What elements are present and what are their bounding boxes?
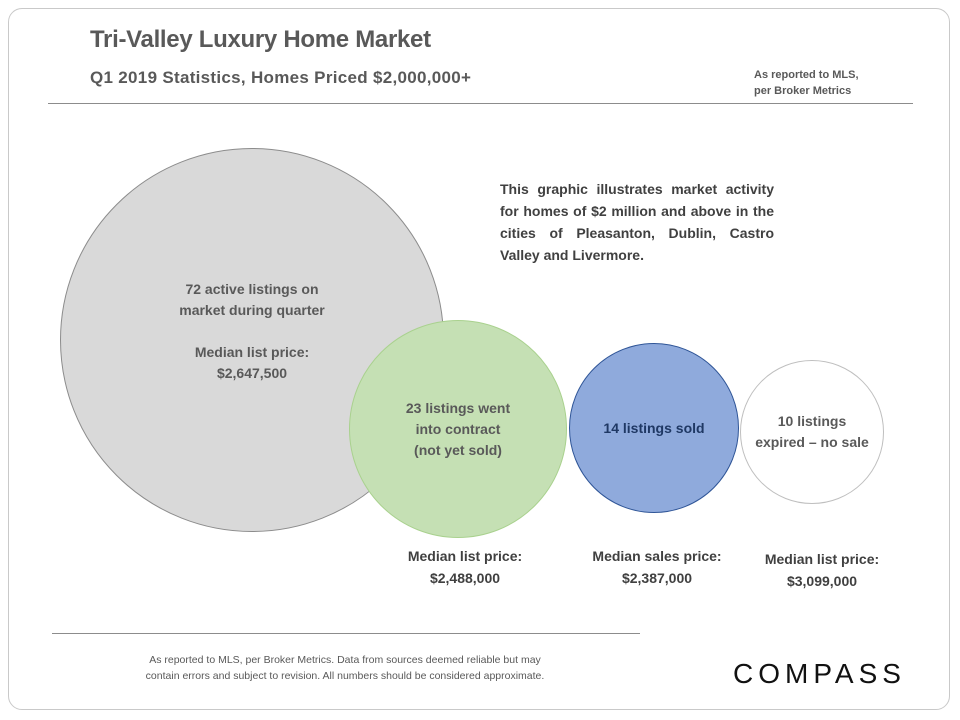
contract-listings-circle: 23 listings went into contract (not yet …	[349, 320, 567, 538]
compass-logo: COMPASS	[733, 658, 906, 689]
footer-divider	[52, 633, 640, 634]
expired-price-label: Median list price:	[764, 551, 880, 567]
source-note-line: As reported to MLS,	[754, 69, 859, 81]
expired-listings-text: expired – no sale	[755, 434, 869, 450]
contract-price-value: $2,488,000	[429, 570, 501, 586]
contract-listings-text: (not yet sold)	[414, 441, 502, 458]
contract-median-price: Median list price: $2,488,000	[365, 545, 565, 589]
source-note: As reported to MLS, per Broker Metrics	[754, 67, 859, 99]
sold-price-value: $2,387,000	[621, 570, 693, 586]
page-subtitle: Q1 2019 Statistics, Homes Priced $2,000,…	[90, 68, 472, 87]
expired-listings-text: 10 listings	[777, 413, 847, 429]
slide-frame	[8, 8, 950, 710]
page-title: Tri-Valley Luxury Home Market	[90, 26, 431, 53]
expired-listings-circle: 10 listings expired – no sale	[740, 360, 884, 504]
active-listings-text: market during quarter	[179, 302, 325, 318]
footer-line: contain errors and subject to revision. …	[145, 670, 545, 682]
active-price-label: Median list price:	[194, 344, 310, 360]
sold-listings-circle: 14 listings sold	[569, 343, 739, 513]
expired-median-price: Median list price: $3,099,000	[722, 548, 922, 592]
contract-listings-text: into contract	[415, 420, 501, 437]
footer-line: As reported to MLS, per Broker Metrics. …	[149, 654, 541, 666]
sold-listings-text: 14 listings sold	[603, 419, 705, 436]
footer-disclaimer: As reported to MLS, per Broker Metrics. …	[100, 652, 590, 684]
active-listings-text: 72 active listings on	[185, 281, 319, 297]
source-note-line: per Broker Metrics	[754, 85, 852, 97]
sold-price-label: Median sales price:	[592, 548, 722, 564]
contract-listings-text: 23 listings went	[405, 399, 511, 416]
expired-price-value: $3,099,000	[786, 573, 858, 589]
intro-text: This graphic illustrates market activity…	[500, 181, 774, 263]
contract-price-label: Median list price:	[407, 548, 523, 564]
sold-median-price: Median sales price: $2,387,000	[557, 545, 757, 589]
header-divider	[48, 103, 913, 104]
active-price-value: $2,647,500	[216, 365, 288, 381]
